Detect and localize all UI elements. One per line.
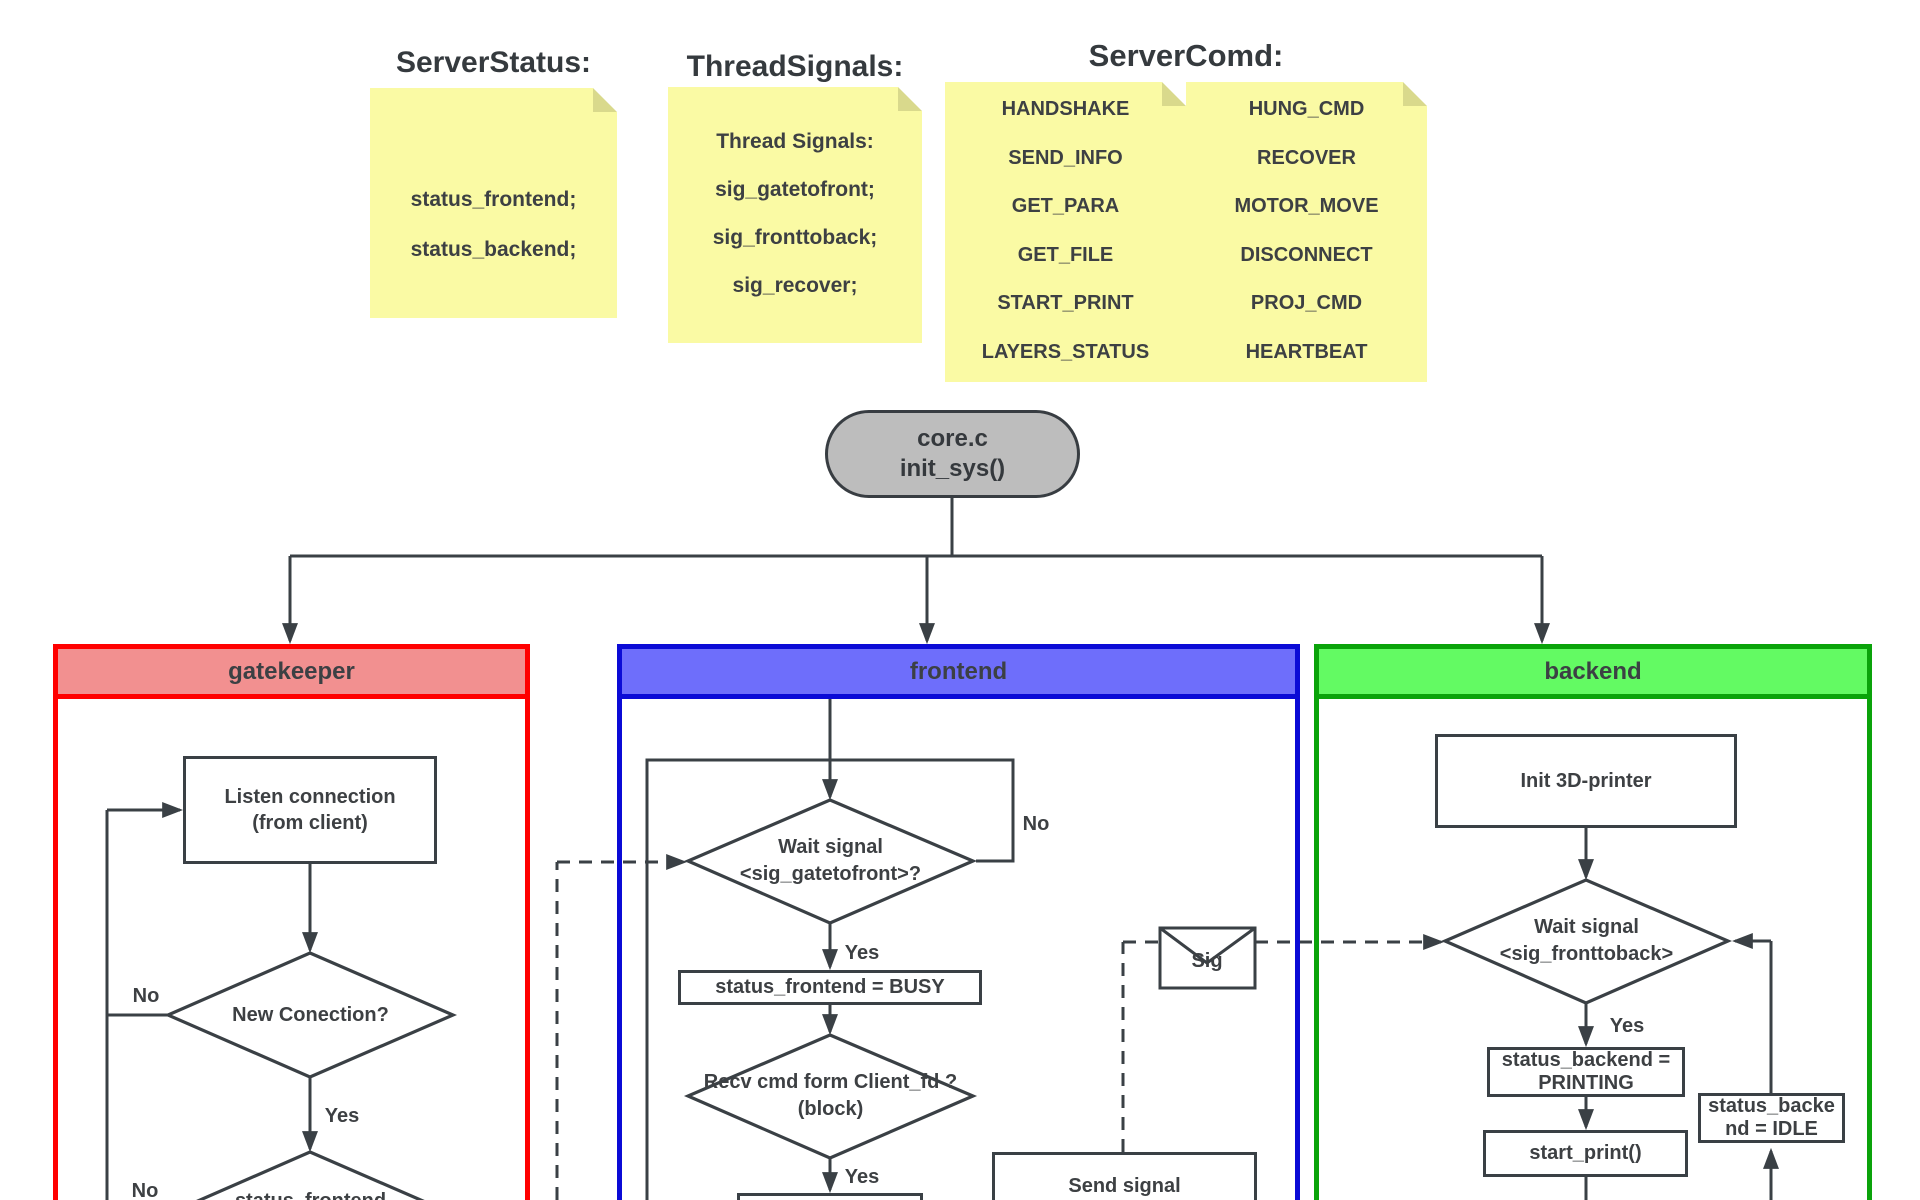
lane-header-backend: backend	[1319, 649, 1867, 699]
note-line: status_backend;	[410, 238, 577, 261]
fe-wait-line1: Wait signal	[778, 836, 883, 858]
note-line: sig_recover;	[732, 274, 858, 297]
comd-item: START_PRINT	[997, 292, 1134, 314]
server-comd-note-right: HUNG_CMD RECOVER MOTOR_MOVE DISCONNECT P…	[1186, 82, 1427, 382]
lane-header-frontend: frontend	[622, 649, 1295, 699]
comd-item: PROJ_CMD	[1250, 292, 1363, 314]
gk-no-label-2: No	[131, 1180, 159, 1200]
start-node-line2: init_sys()	[899, 455, 1006, 482]
fe-recv-line1: Recv cmd form Client_fd ?	[703, 1071, 958, 1093]
be-yes-label: Yes	[1609, 1015, 1645, 1037]
server-status-note: status_frontend; status_backend;	[370, 88, 617, 318]
gk-listen-line1: Listen connection	[224, 786, 396, 808]
server-comd-title: ServerComd:	[1088, 38, 1284, 73]
envelope-icon	[1158, 926, 1257, 990]
fe-no-loop	[645, 758, 1015, 1200]
be-init-box: Init 3D-printer	[1435, 734, 1737, 828]
thread-signals-title: ThreadSignals:	[686, 50, 904, 83]
be-printing-line2: PRINTING	[1538, 1072, 1634, 1094]
be-idle-line2: nd = IDLE	[1725, 1118, 1818, 1140]
gk-listen-box: Listen connection (from client)	[183, 756, 437, 864]
comd-item: HUNG_CMD	[1248, 98, 1365, 120]
fe-recv-text: Recv cmd form Client_fd ? (block)	[688, 1069, 973, 1123]
comd-item: HANDSHAKE	[1001, 98, 1130, 120]
thread-signals-note: Thread Signals: sig_gatetofront; sig_fro…	[668, 87, 922, 343]
envelope-sig-label: Sig	[1191, 950, 1223, 972]
fe-busy-text: status_frontend = BUSY	[715, 976, 945, 998]
server-status-title: ServerStatus:	[395, 46, 592, 79]
fe-busy-box: status_frontend = BUSY	[678, 970, 982, 1005]
note-line: Thread Signals:	[716, 130, 874, 153]
gk-status-decision-text: status_frontend	[168, 1188, 453, 1200]
be-init-text: Init 3D-printer	[1520, 769, 1652, 792]
comd-item: MOTOR_MOVE	[1234, 195, 1379, 217]
lane-backend: backend	[1314, 644, 1872, 1200]
be-start-print-box: start_print()	[1483, 1130, 1688, 1177]
gk-no-label-1: No	[132, 985, 160, 1007]
fe-bottom-box	[737, 1193, 923, 1200]
gk-yes-label: Yes	[324, 1105, 360, 1127]
comd-item: GET_FILE	[1017, 243, 1114, 266]
lane-gatekeeper: gatekeeper	[53, 644, 530, 1200]
start-node-line1: core.c	[917, 425, 988, 452]
be-printing-box: status_backend = PRINTING	[1487, 1047, 1685, 1097]
comd-item: LAYERS_STATUS	[981, 340, 1150, 363]
lane-frontend: frontend	[617, 644, 1300, 1200]
fe-send-signal-box: Send signal sig_fronttoback	[992, 1152, 1257, 1200]
note-line: status_frontend;	[410, 188, 577, 211]
fe-wait-line2: <sig_gatetofront>?	[739, 863, 922, 885]
fe-recv-line2: (block)	[797, 1098, 864, 1120]
comd-item: HEARTBEAT	[1245, 340, 1368, 363]
start-node: core.c init_sys()	[825, 410, 1080, 498]
be-start-print-text: start_print()	[1529, 1142, 1642, 1164]
gk-status-diamond	[196, 1150, 425, 1200]
server-comd-note-left: HANDSHAKE SEND_INFO GET_PARA GET_FILE ST…	[945, 82, 1186, 382]
fe-yes-label-1: Yes	[844, 942, 880, 964]
comd-item: SEND_INFO	[1008, 146, 1123, 169]
comd-item: GET_PARA	[1011, 195, 1120, 217]
be-wait-line1: Wait signal	[1534, 916, 1639, 938]
comd-item: RECOVER	[1257, 146, 1356, 169]
be-idle-line1: status_backe	[1708, 1095, 1835, 1117]
fe-yes-label-2: Yes	[844, 1166, 880, 1188]
fe-send-line1: Send signal	[1068, 1175, 1181, 1197]
be-idle-box: status_backe nd = IDLE	[1698, 1093, 1845, 1143]
gk-listen-line2: (from client)	[252, 812, 368, 834]
be-wait-line2: <sig_fronttoback>	[1499, 943, 1674, 965]
note-line: sig_fronttoback;	[712, 226, 878, 249]
be-printing-line1: status_backend =	[1501, 1049, 1671, 1071]
fe-wait-text: Wait signal <sig_gatetofront>?	[688, 834, 973, 888]
lane-header-gatekeeper: gatekeeper	[58, 649, 525, 699]
be-wait-text: Wait signal <sig_fronttoback>	[1445, 914, 1728, 968]
comd-item: DISCONNECT	[1240, 243, 1373, 266]
fe-no-label: No	[1022, 813, 1050, 835]
gk-new-connection-text: New Conection?	[232, 1004, 389, 1026]
note-line: sig_gatetofront;	[715, 178, 875, 201]
